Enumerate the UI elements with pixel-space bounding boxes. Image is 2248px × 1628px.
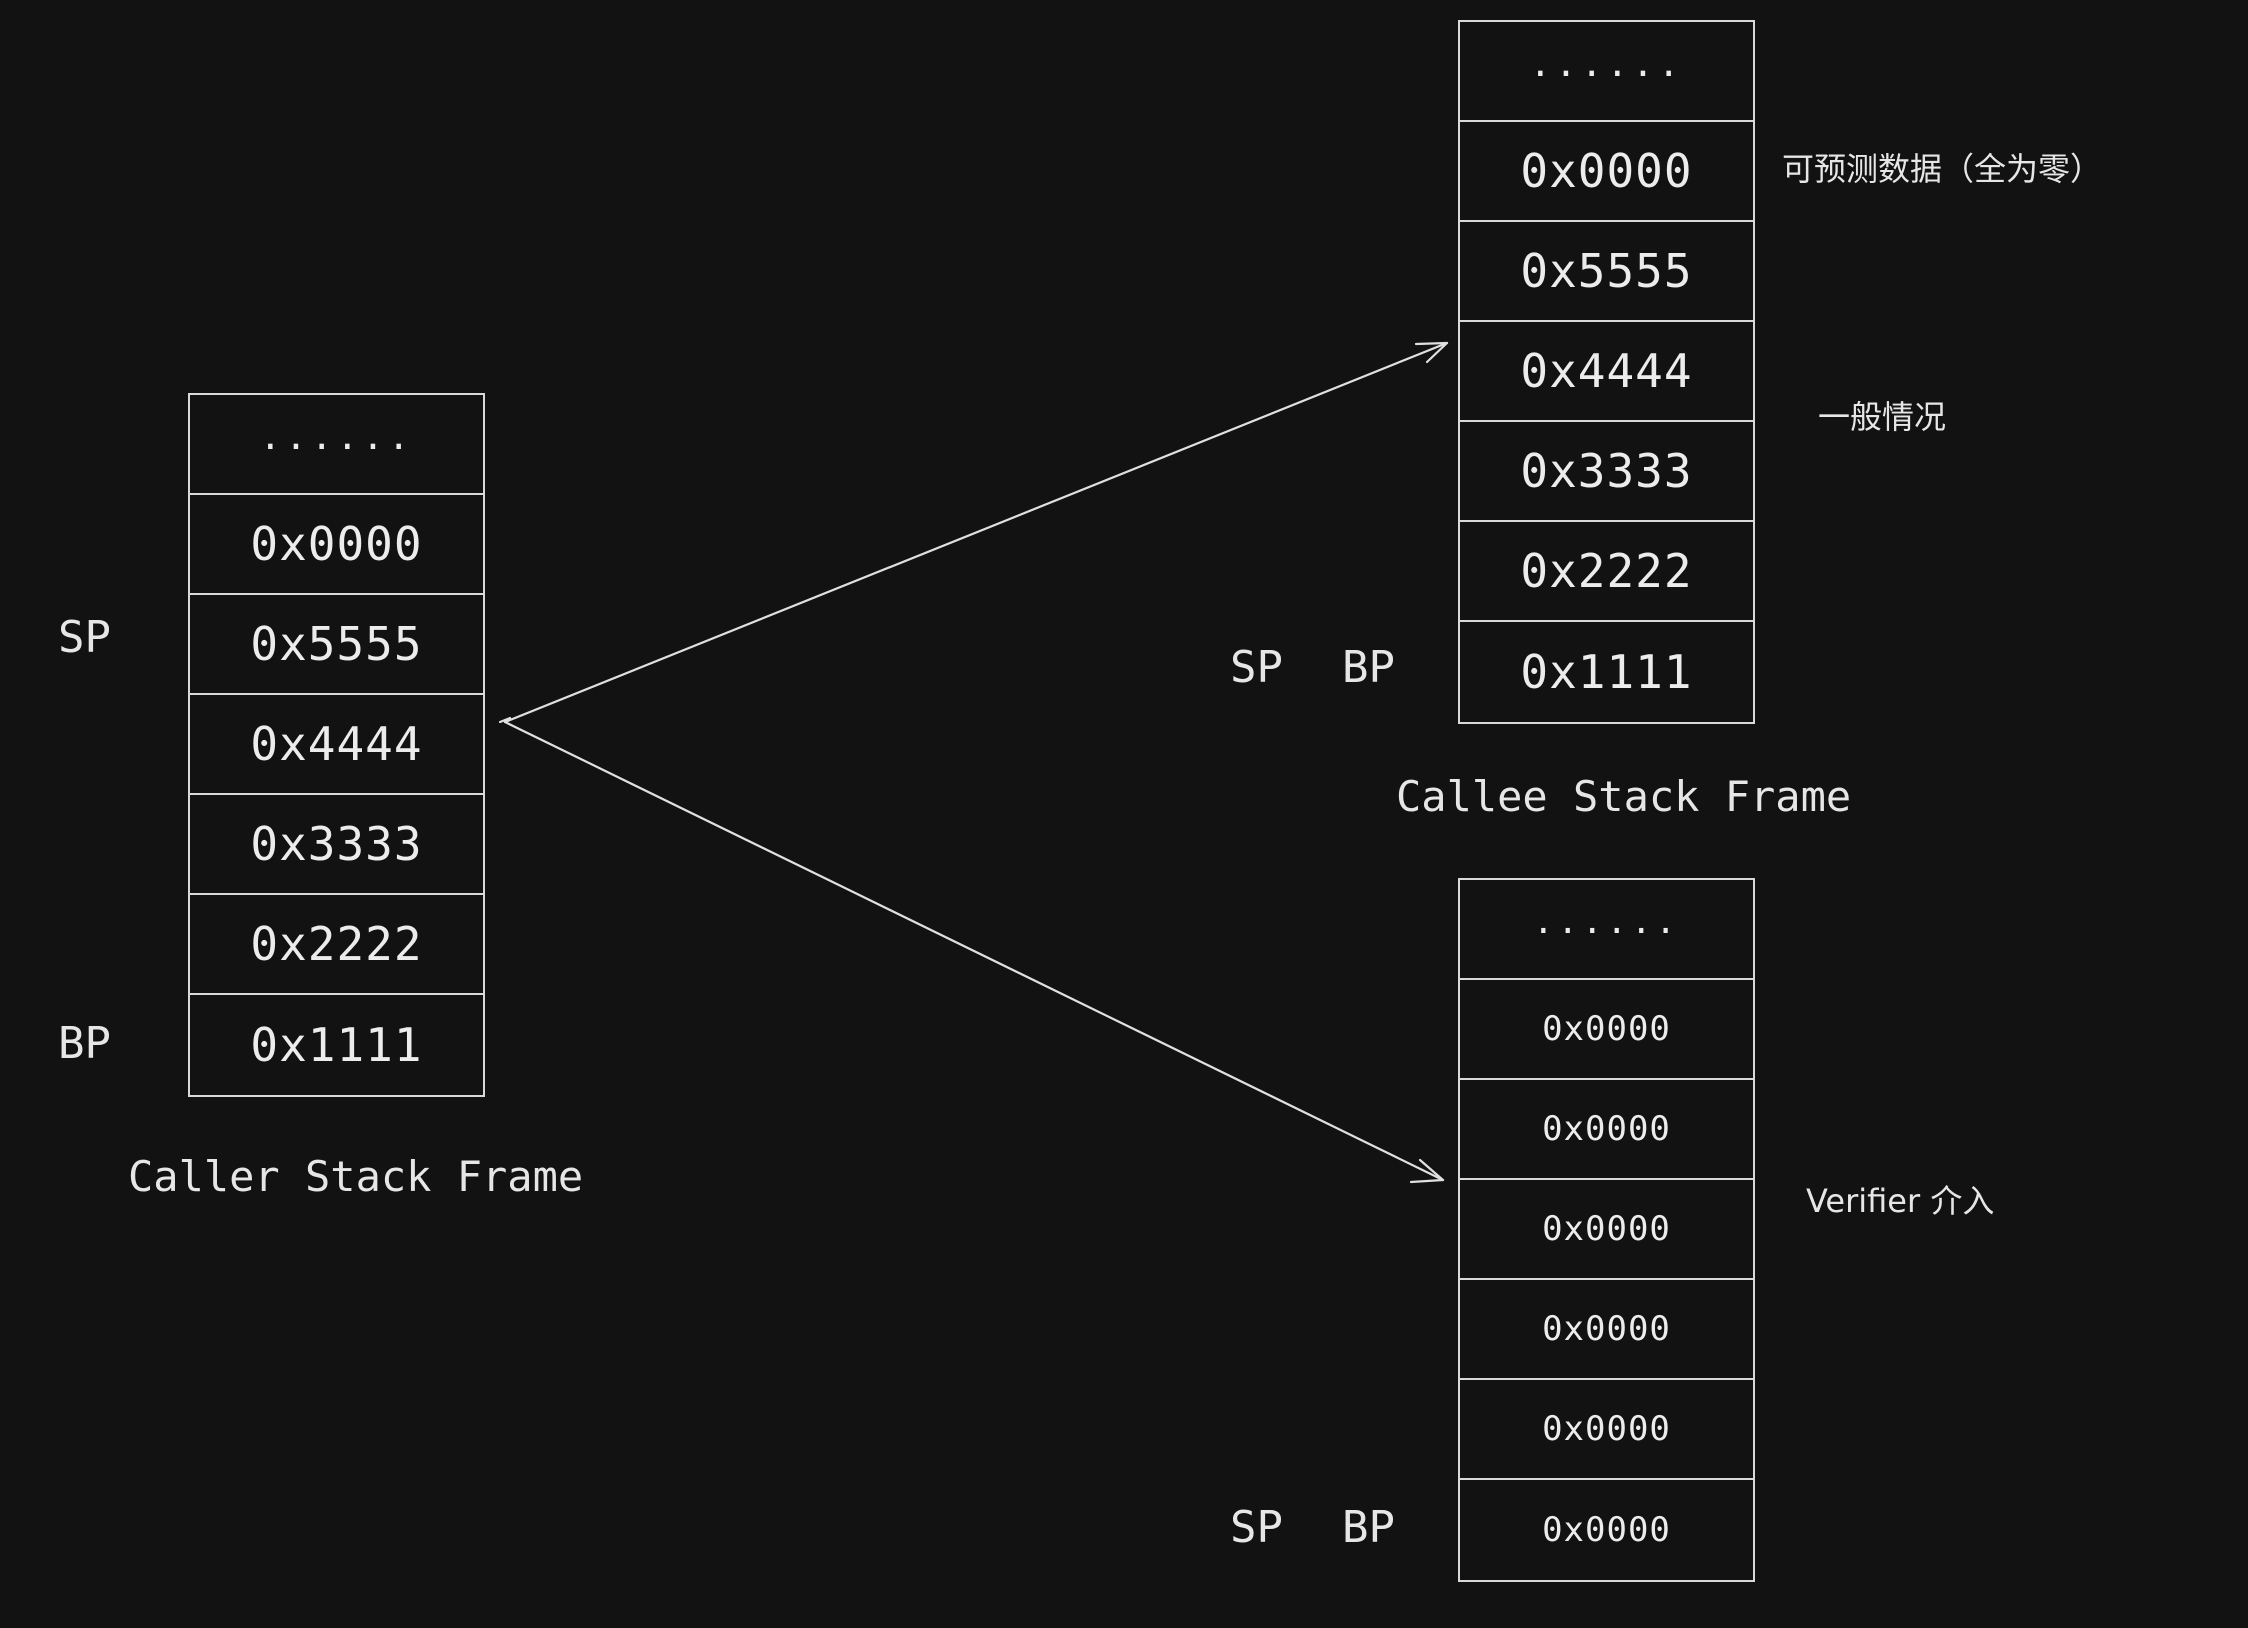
callee-cell-0: ...... xyxy=(1460,22,1753,122)
caller-sp-label: SP xyxy=(58,612,111,663)
caller-cell-0: ...... xyxy=(190,395,483,495)
caller-cell-1: 0x0000 xyxy=(190,495,483,595)
verifier-cell-5: 0x0000 xyxy=(1460,1380,1753,1480)
verifier-cell-2: 0x0000 xyxy=(1460,1080,1753,1180)
arrow-to-verifier-head xyxy=(1409,1158,1445,1184)
verifier-cell-0: ...... xyxy=(1460,880,1753,980)
caller-cell-5: 0x2222 xyxy=(190,895,483,995)
callee-cell-5: 0x2222 xyxy=(1460,522,1753,622)
callee-cell-2: 0x5555 xyxy=(1460,222,1753,322)
callee-cell-6: 0x1111 xyxy=(1520,645,1693,699)
caller-cell-3: 0x4444 xyxy=(190,695,483,795)
arrow-to-verifier xyxy=(503,720,1445,1182)
callee-cell-1: 0x0000 xyxy=(1460,122,1753,222)
callee-cell-3: 0x4444 xyxy=(1460,322,1753,422)
callee-caption: Callee Stack Frame xyxy=(1396,772,1852,821)
verifier-cell-4: 0x0000 xyxy=(1460,1280,1753,1380)
caller-cell-4: 0x3333 xyxy=(190,795,483,895)
callee-stack: ...... 0x0000 0x5555 0x4444 0x3333 0x222… xyxy=(1458,20,1755,724)
verifier-sp-label: SP xyxy=(1230,1502,1283,1553)
verifier-note: Verifier 介入 xyxy=(1806,1182,1995,1220)
callee-sp-label: SP xyxy=(1230,642,1283,693)
callee-cell-4: 0x3333 xyxy=(1460,422,1753,522)
callee-note-predictable: 可预测数据（全为零） xyxy=(1782,150,2103,188)
callee-note-general: 一般情况 xyxy=(1818,398,1947,436)
caller-cell-2: 0x5555 xyxy=(190,595,483,695)
arrow-to-callee xyxy=(503,341,1449,724)
callee-bp-label: BP xyxy=(1342,642,1395,693)
caller-caption: Caller Stack Frame xyxy=(128,1152,584,1201)
caller-cell-6: 0x1111 xyxy=(250,1018,423,1072)
verifier-bp-label: BP xyxy=(1342,1502,1395,1553)
verifier-cell-6: 0x0000 xyxy=(1542,1510,1671,1550)
verifier-cell-3: 0x0000 xyxy=(1460,1180,1753,1280)
verifier-cell-1: 0x0000 xyxy=(1460,980,1753,1080)
caller-stack: ...... 0x0000 0x5555 0x4444 0x3333 0x222… xyxy=(188,393,485,1097)
caller-bp-label: BP xyxy=(58,1018,111,1069)
arrow-to-callee-head xyxy=(1414,341,1449,364)
verifier-stack: ...... 0x0000 0x0000 0x0000 0x0000 0x000… xyxy=(1458,878,1755,1582)
